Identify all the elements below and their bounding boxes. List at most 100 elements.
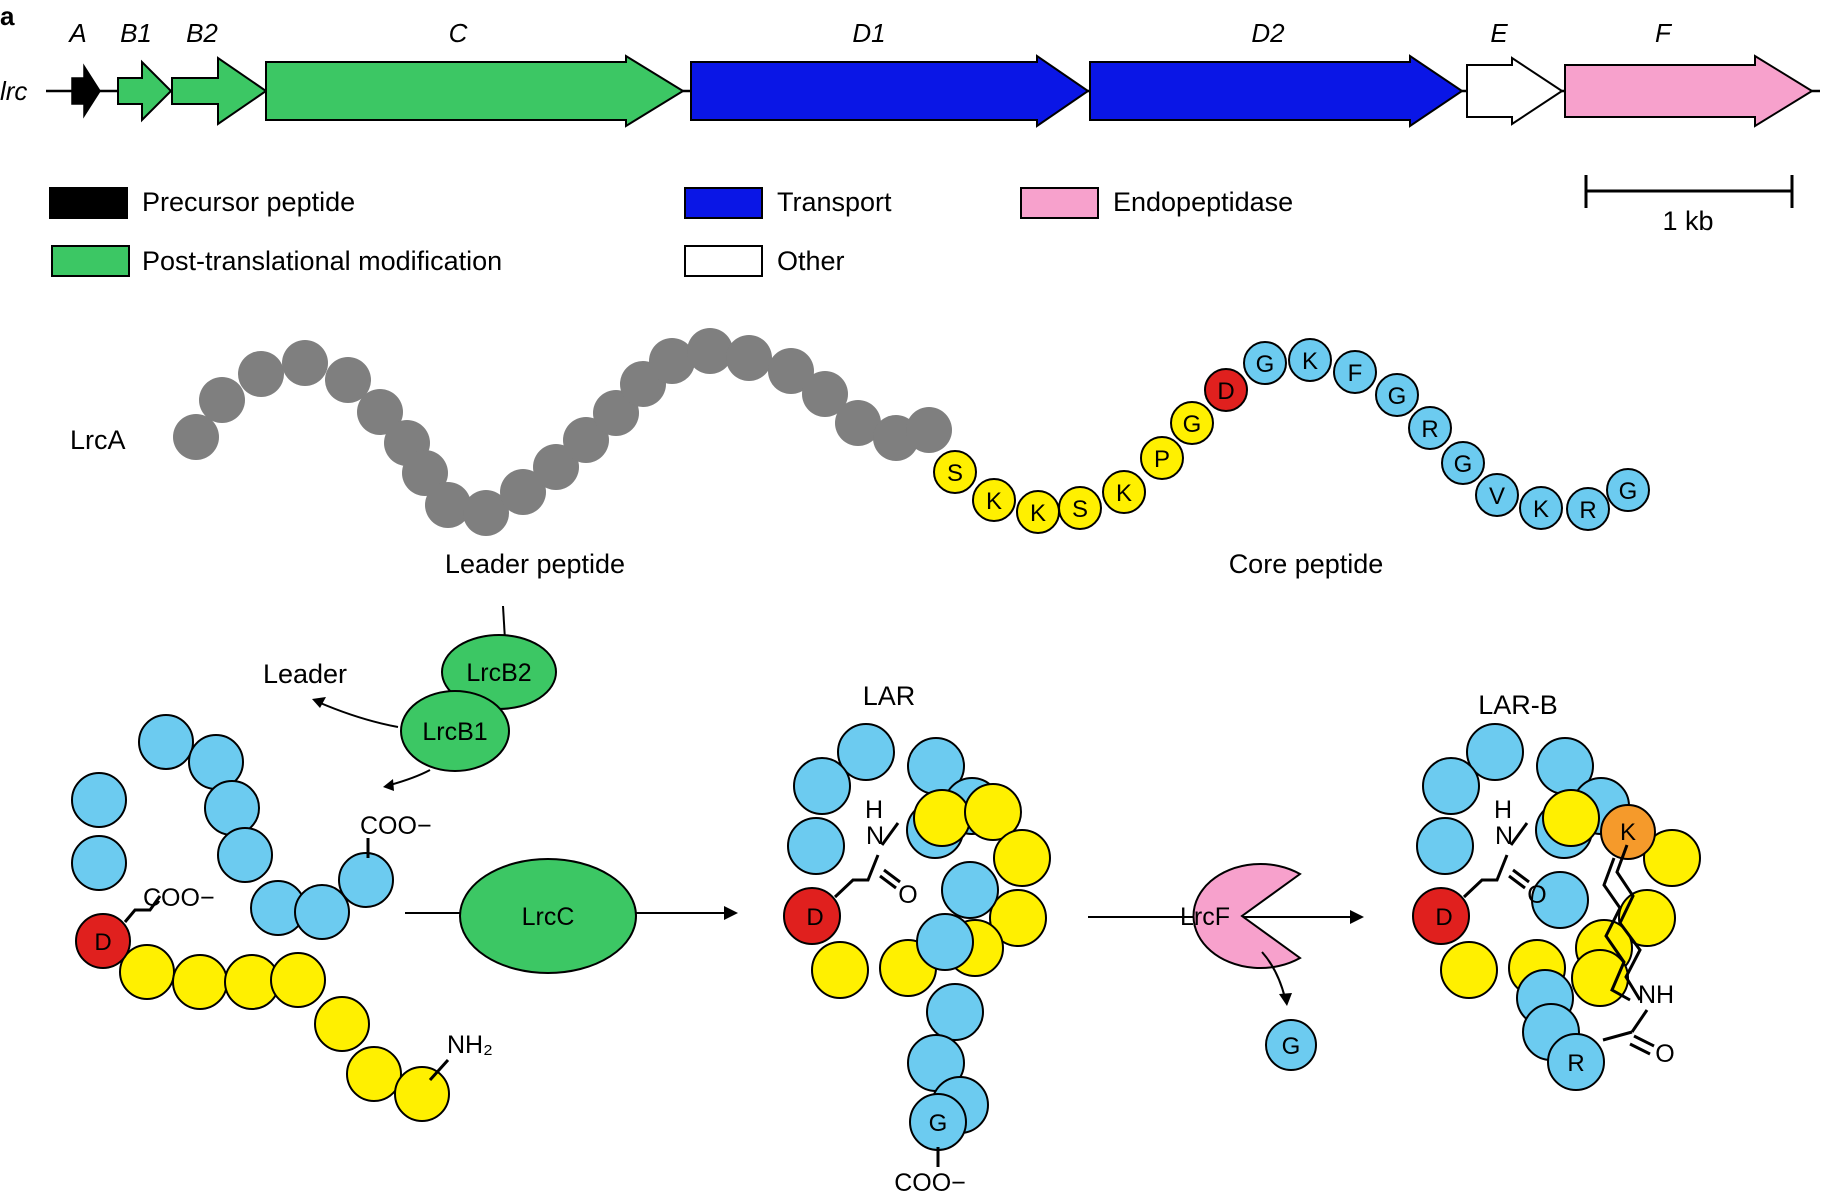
core-yellow-residue [933,450,977,494]
core-red-residue-letter: D [1217,378,1234,405]
locus-label: lrc [0,76,27,106]
core-blue-residue [1519,486,1563,530]
leader-residue [463,490,509,536]
leader-residue [802,371,848,417]
legend-precursor-swatch [49,187,128,219]
legend-endopeptidase-swatch [1020,187,1099,219]
n-terminus-label: NH₂ [447,1031,493,1059]
core-blue-residue-letter: V [1489,483,1505,510]
core-blue-residue-letter: F [1348,360,1363,387]
gene-d1-label: D1 [852,18,885,48]
lar-n-label: N [866,822,884,850]
lar-h-label: H [865,796,883,824]
leader-residue [199,377,245,423]
linear-blue-residue [138,714,194,770]
legend-endopeptidase-text: Endopeptidase [1113,187,1293,217]
core-blue-residue [1475,473,1519,517]
lar-b-co-bond-2 [1629,1042,1651,1056]
leader-removal-step: LrcB2 LrcB1 Leader [263,605,557,791]
leader-residue [173,414,219,460]
linear-yellow-residue [172,954,228,1010]
leader-residue [593,390,639,436]
asp-sidechain [123,895,162,923]
leader-residue [282,340,328,386]
leader-residue [563,417,609,463]
lrcc-arrowhead [724,906,738,920]
core-yellow-residue [972,478,1016,522]
lar-b-nh-label: NH [1638,981,1674,1009]
legend-precursor-text: Precursor peptide [142,187,355,217]
lrcf-enzyme [1192,863,1302,969]
core-blue-residue-letter: G [1619,478,1638,505]
cleavage-arrowhead [1279,993,1292,1006]
core-blue-residue-letter: R [1421,416,1438,443]
core-blue-residue [1243,341,1287,385]
lar-b-n-label: N [1495,822,1513,850]
asp-carboxylate-label: COO− [143,884,215,912]
lar-b-label: LAR-B [1478,690,1558,720]
linear-blue-residue [217,827,273,883]
core-blue-residue [1288,338,1332,382]
leader-out-arrow [317,701,399,728]
lrcb2-label: LrcB2 [466,659,531,687]
lar-b-yellow-residue [1440,941,1498,999]
linear-yellow-residue [314,996,370,1052]
linear-blue-residue [338,852,394,908]
leader-residue [238,351,284,397]
to-core-arrowhead [383,779,394,791]
gene-b1-label: B1 [120,18,152,48]
lar-b-lys-letter: K [1620,819,1636,846]
leader-residue [533,444,579,490]
core-yellow-residue-letter: G [1183,411,1202,438]
leader-residue [768,348,814,394]
lar-carbonyl-bond [879,874,897,890]
cleavage-arrow [1261,951,1286,999]
lar-yellow-residue [989,889,1047,947]
lar-b-arg-residue [1547,1033,1605,1091]
leader-out-arrowhead [312,697,326,708]
linear-residues [71,714,450,1122]
gene-d2-arrow [1089,54,1464,128]
lrcb1-label: LrcB1 [422,718,487,746]
legend-modification-text: Post-translational modification [142,246,502,276]
lar-b-blue-front-residue [1531,871,1589,929]
lar-nh-bond [880,822,900,846]
lar-blue-front-residue [926,983,984,1041]
core-blue-residue-letter: K [1302,348,1318,375]
linear-blue-residue [204,780,260,836]
lar-b-co-bond [1633,1034,1655,1048]
core-yellow-residue-letter: K [1030,500,1046,527]
lar-blue-front-residue [916,913,974,971]
lar-gly-letter: G [929,1110,948,1137]
gene-f-arrow [1564,54,1814,128]
lar-carbonyl-bond-2 [883,868,901,884]
gene-b1-arrow [117,59,173,123]
legend-other-swatch [684,245,763,277]
lysine-sidechain [1615,844,1642,1001]
lar-b-carbonyl-bond [1508,874,1526,890]
core-yellow-residue-letter: K [986,488,1002,515]
lar-yellow-residue [964,783,1022,841]
core-blue-residue [1606,468,1650,512]
lar-b-yellow-residue [1571,949,1629,1007]
core-yellow-residue [1140,436,1184,480]
gene-e-arrow [1466,56,1564,126]
core-yellow-residue [1058,486,1102,530]
legend: Precursor peptide Post-translational mod… [49,175,1794,277]
core-red-residue [1204,368,1248,412]
linear-blue-residue [71,835,127,891]
core-blue-residue [1375,373,1419,417]
panel-label: a [0,1,15,31]
core-blue-residue [1566,487,1610,531]
lar-b-c-r-bond [1602,1030,1633,1042]
lar-blue-residue [793,757,851,815]
lar-b-yellow-residue [1643,829,1701,887]
lar-b-isopeptide-bond [1462,854,1509,899]
gene-b2-arrow [171,56,268,126]
core-blue-residue-letter: G [1388,383,1407,410]
linear-red-residue [75,913,131,969]
